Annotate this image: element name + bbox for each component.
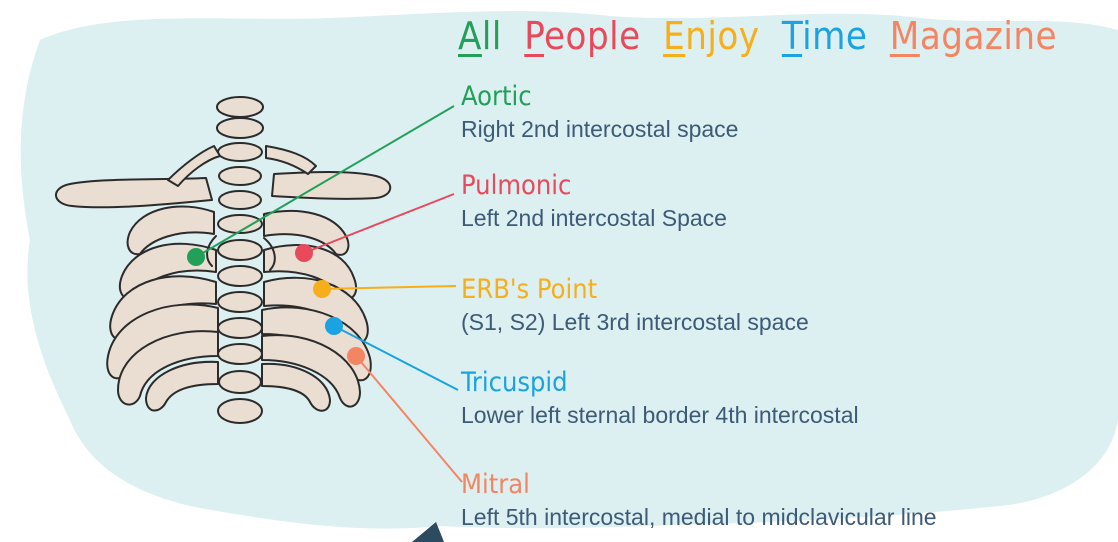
mnemonic-initial: E xyxy=(663,14,685,58)
site-name: Mitral xyxy=(461,468,937,502)
mnemonic-word-magazine: Magazine xyxy=(890,14,1057,58)
site-aortic: Aortic Right 2nd intercostal space xyxy=(461,80,738,144)
clavicle-left xyxy=(56,178,212,207)
vertebra xyxy=(217,118,263,138)
mnemonic-word-all: All xyxy=(458,14,502,58)
vertebra xyxy=(219,167,261,185)
site-name: Pulmonic xyxy=(461,169,727,203)
site-description: Lower left sternal border 4th intercosta… xyxy=(461,400,859,430)
vertebra xyxy=(218,399,262,423)
mnemonic-initial: P xyxy=(524,14,544,58)
site-name: ERB's Point xyxy=(461,273,809,307)
mnemonic-initial: T xyxy=(782,14,802,58)
vertebra xyxy=(219,371,261,393)
vertebra xyxy=(218,318,262,338)
mnemonic-word-enjoy: Enjoy xyxy=(663,14,759,58)
mnemonic-word-time: Time xyxy=(782,14,868,58)
vertebra xyxy=(217,97,263,117)
site-name: Tricuspid xyxy=(461,366,859,400)
site-description: Right 2nd intercostal space xyxy=(461,114,738,144)
mnemonic-rest: ll xyxy=(482,14,502,58)
site-description: (S1, S2) Left 3rd intercostal space xyxy=(461,307,809,337)
site-description: Left 2nd intercostal Space xyxy=(461,203,727,233)
vertebra xyxy=(218,344,262,364)
mnemonic-rest: ime xyxy=(802,14,867,58)
vertebra xyxy=(218,266,262,286)
mitral-marker-icon xyxy=(347,347,365,365)
erbs-point-marker-icon xyxy=(313,280,331,298)
site-tricuspid: Tricuspid Lower left sternal border 4th … xyxy=(461,366,859,430)
mnemonic-title: All People Enjoy Time Magazine xyxy=(458,14,1057,58)
pulmonic-marker-icon xyxy=(295,244,313,262)
mnemonic-word-people: People xyxy=(524,14,640,58)
vertebra xyxy=(218,292,262,312)
clavicle-right xyxy=(272,172,390,199)
mnemonic-rest: agazine xyxy=(920,14,1057,58)
site-mitral: Mitral Left 5th intercostal, medial to m… xyxy=(461,468,937,532)
site-erbs-point: ERB's Point (S1, S2) Left 3rd intercosta… xyxy=(461,273,809,337)
site-name: Aortic xyxy=(461,80,738,114)
vertebra xyxy=(219,191,261,209)
aortic-marker-icon xyxy=(187,248,205,266)
mnemonic-initial: M xyxy=(890,14,920,58)
mnemonic-rest: njoy xyxy=(685,14,759,58)
mnemonic-initial: A xyxy=(458,14,482,58)
site-pulmonic: Pulmonic Left 2nd intercostal Space xyxy=(461,169,727,233)
vertebra xyxy=(218,143,262,161)
tricuspid-marker-icon xyxy=(325,317,343,335)
vertebra xyxy=(218,240,262,260)
mnemonic-rest: eople xyxy=(544,14,641,58)
site-description: Left 5th intercostal, medial to midclavi… xyxy=(461,502,937,532)
